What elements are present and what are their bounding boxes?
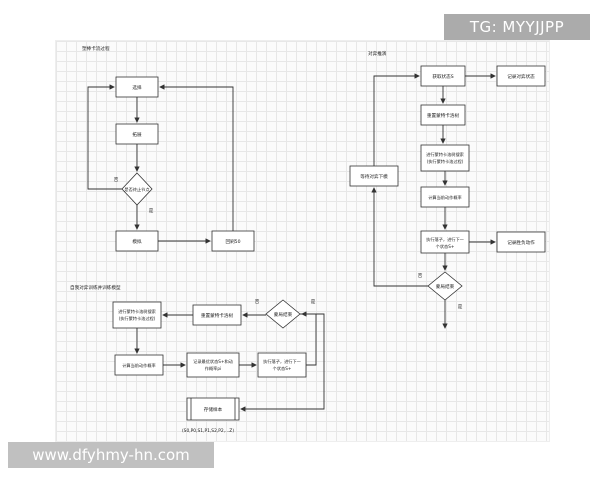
section2-no-label: 否 [418, 273, 423, 279]
self-play-reset-label: 重置蒙特卡洛树 [201, 312, 234, 319]
backprop-label: 回刷50 [225, 238, 240, 245]
next-game-label: 等待对弈下模 [360, 173, 388, 180]
select-label: 选择 [132, 84, 142, 91]
self-play-execute-label-2: 个状态S+ [273, 365, 292, 372]
section1-title: 塑棒卡流过程 [82, 45, 110, 52]
record-state-label: 记录对弈状态 [507, 73, 535, 80]
execute-move-label-1: 执行落子，进行下一 [426, 236, 464, 243]
get-state-label: 获取状态S [432, 73, 453, 80]
section1-no-label: 否 [114, 177, 119, 183]
record-best-state-label-1: 记录最优状态S+和动 [193, 358, 233, 365]
mcts-search-node [420, 144, 470, 172]
execute-move-node [420, 230, 470, 254]
url-watermark: www.dfyhmy-hn.com [8, 442, 214, 468]
record-best-state-node [186, 352, 240, 378]
section3-no-label: 否 [255, 299, 260, 305]
self-play-execute-label-1: 执行落子，进行下一 [263, 358, 301, 365]
record-best-state-label-2: 作概率pi [205, 365, 221, 372]
record-state-node [496, 65, 546, 87]
execute-move-label-2: 个状态S+ [436, 243, 455, 250]
section2-title: 对弈推演 [368, 50, 387, 57]
section3-title: 自我对弈训练并训练模型 [70, 284, 121, 291]
self-play-end-decision-node [265, 299, 301, 329]
mcts-search-label-2: (执行蒙特卡洛过程) [427, 158, 464, 165]
self-play-compute-label: 计算当前动作概率 [122, 362, 156, 369]
store-samples-node [186, 397, 240, 421]
reset-tree-label: 重置蒙特卡洛树 [427, 112, 460, 119]
terminal-decision-label: 是否终止节点 [124, 186, 149, 193]
record-result-node [496, 231, 546, 253]
section2-yes-label: 是 [458, 304, 463, 310]
sample-sequence-label: (S0,P0,S1,P1,S2,P2,...Z) [182, 428, 234, 434]
compute-probability-label: 计算当前动作概率 [428, 194, 462, 201]
mcts-search-label-1: 进行蒙特卡洛树搜索 [426, 151, 464, 158]
self-play-execute-node [257, 352, 307, 378]
expand-label: 拓展 [132, 131, 142, 138]
self-play-search-node [112, 301, 162, 329]
game-over-label: 蒙局结束 [436, 283, 455, 290]
section1-yes-label: 是 [149, 208, 154, 214]
simulate-label: 模拟 [132, 238, 142, 245]
record-result-label: 记录胜负动作 [507, 239, 535, 246]
section3-yes-label: 是 [311, 299, 316, 305]
self-play-search-label-2: (执行蒙特卡洛过程) [119, 315, 156, 322]
telegram-watermark: TG: MYYJJPP [444, 14, 590, 40]
self-play-end-label: 蒙局结束 [274, 311, 293, 318]
store-samples-label: 存储样本 [204, 406, 223, 413]
self-play-search-label-1: 进行蒙特卡洛树搜索 [118, 308, 156, 315]
